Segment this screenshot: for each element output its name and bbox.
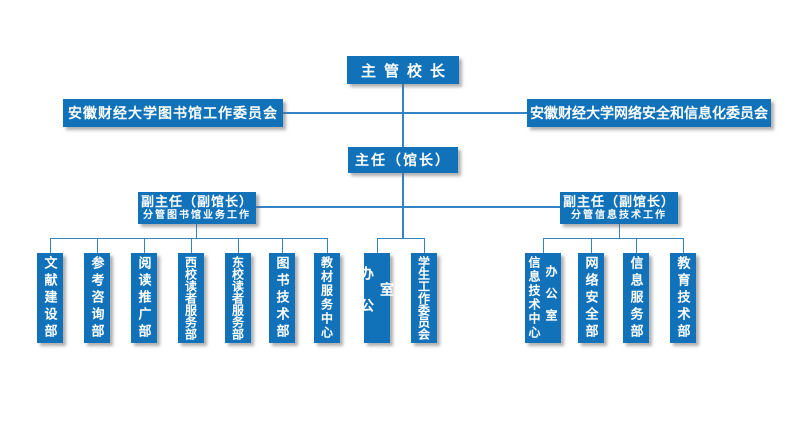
dept-label: 办公室 [359, 266, 395, 330]
dept-box: 文献建设部 [37, 253, 63, 343]
dept-box: 参考咨询部 [84, 253, 110, 343]
dept-label: 阅读推广部 [136, 255, 152, 341]
connector-mid-bus [377, 238, 425, 239]
connector-right-deputy-drop [619, 224, 620, 238]
dept-box: 阅读推广部 [131, 253, 157, 343]
dept-label: 信息技术中心 办公室 [526, 256, 560, 340]
dept-box: 信息技术中心 办公室 [525, 253, 561, 343]
dept-label: 参考咨询部 [89, 255, 105, 341]
connector-stub [327, 238, 328, 253]
dept-label: 西校读者服务部 [183, 256, 198, 340]
dept-label: 教育技术部 [675, 255, 691, 341]
deputy-right-box: 副主任（副馆长） 分管信息技术工作 [560, 192, 678, 224]
dept-box: 图书技术部 [269, 253, 295, 343]
dept-box: 东校读者服务部 [225, 253, 251, 343]
deputy-right-title: 副主任（副馆长） [562, 193, 675, 209]
director-box: 主任（馆长） [348, 147, 458, 173]
network-committee-box: 安徽财经大学网络安全和信息化委员会 [527, 99, 771, 127]
dept-box: 办公室 [359, 253, 395, 343]
connector-stub [591, 238, 592, 253]
connector-spine-top [402, 84, 404, 147]
connector-stub [50, 238, 51, 253]
deputy-left-title: 副主任（副馆长） [140, 193, 253, 209]
dept-label: 教材服务中心 [319, 256, 334, 340]
connector-left-bus [50, 238, 328, 239]
connector-deputy-line [256, 206, 560, 208]
dept-box: 西校读者服务部 [178, 253, 204, 343]
dept-box: 学生工作委员会 [411, 253, 437, 343]
connector-committee-line [283, 112, 527, 114]
connector-stub [424, 238, 425, 253]
dept-label-col2: 办公室 [544, 265, 558, 331]
dept-box: 网络安全部 [578, 253, 604, 343]
deputy-left-subtitle: 分管图书馆业务工作 [143, 209, 251, 221]
dept-label: 学生工作委员会 [416, 256, 431, 340]
dept-label: 东校读者服务部 [230, 256, 245, 340]
dept-box: 教材服务中心 [314, 253, 340, 343]
dept-label: 网络安全部 [583, 255, 599, 341]
connector-stub [636, 238, 637, 253]
connector-stub [683, 238, 684, 253]
connector-stub [144, 238, 145, 253]
connector-stub [282, 238, 283, 253]
dept-box: 教育技术部 [670, 253, 696, 343]
president-box: 主管校长 [347, 56, 459, 84]
dept-label: 文献建设部 [42, 255, 58, 341]
dept-label: 图书技术部 [274, 255, 290, 341]
connector-right-bus [543, 238, 684, 239]
dept-box: 信息服务部 [623, 253, 649, 343]
connector-spine-mid [402, 173, 404, 238]
deputy-right-subtitle: 分管信息技术工作 [571, 209, 667, 221]
connector-stub [238, 238, 239, 253]
connector-stub [377, 238, 378, 253]
library-committee-box: 安徽财经大学图书馆工作委员会 [63, 99, 283, 127]
connector-stub [97, 238, 98, 253]
deputy-left-box: 副主任（副馆长） 分管图书馆业务工作 [138, 192, 256, 224]
connector-stub [191, 238, 192, 253]
dept-label: 信息服务部 [628, 255, 644, 341]
connector-left-deputy-drop [196, 224, 197, 238]
dept-label-col1: 信息技术中心 [527, 256, 541, 340]
connector-stub [543, 238, 544, 253]
